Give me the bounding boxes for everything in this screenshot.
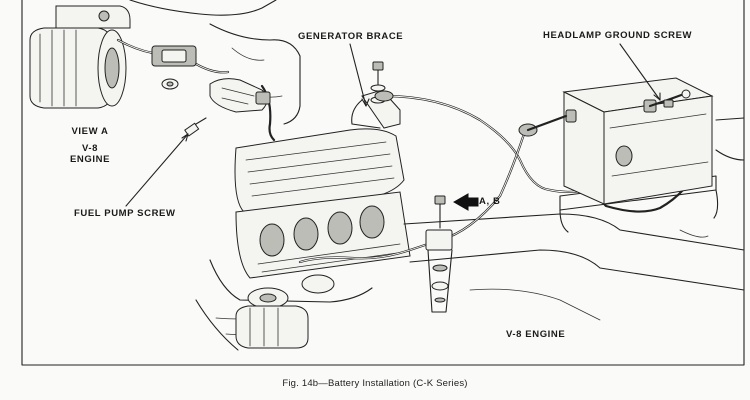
label-generator-brace: GENERATOR BRACE: [298, 31, 404, 42]
generator-brace-bolt-icon: [370, 61, 386, 104]
label-view-a-line3: ENGINE: [69, 153, 111, 165]
generator-brace-leader: [349, 43, 367, 107]
headlamp-ground-screw-icon: [663, 99, 674, 108]
label-view-a: VIEW A V-8 ENGINE: [62, 126, 118, 166]
fuel-pump-screw-leader: [125, 133, 189, 207]
view-a-engine-detail: [29, 0, 301, 142]
label-direction-ref: A, B: [479, 196, 501, 207]
headlamp-ground-screw-leader: [619, 43, 661, 101]
v8-engine-block: [195, 128, 745, 351]
figure-caption: Fig. 14b—Battery Installation (C-K Serie…: [282, 378, 468, 389]
ground-junction: [425, 195, 453, 313]
battery: [518, 77, 719, 233]
figure-frame: [21, 0, 745, 366]
ground-bolt-icon: [434, 195, 446, 229]
battery-terminal-positive-icon: [565, 109, 577, 123]
label-view-a-line1: VIEW A: [71, 126, 109, 137]
direction-arrow-icon: [452, 193, 479, 211]
label-headlamp-ground-screw: HEADLAMP GROUND SCREW: [543, 30, 693, 41]
label-view-a-line2: V-8: [81, 142, 99, 154]
label-v8-engine: V-8 ENGINE: [506, 329, 566, 340]
fuel-pump-screw-icon: [184, 117, 207, 137]
label-fuel-pump-screw: FUEL PUMP SCREW: [74, 208, 176, 219]
